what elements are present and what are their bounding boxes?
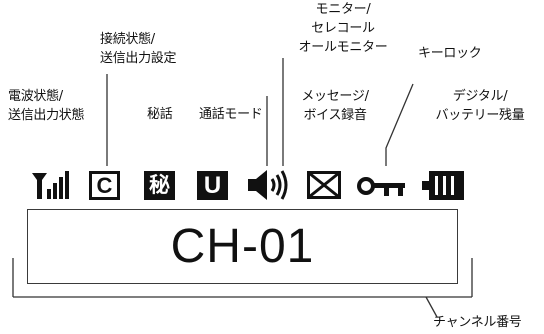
label-connection-status: 接続状態/ 送信出力設定 xyxy=(100,30,177,68)
label-key-lock: キーロック xyxy=(418,44,482,63)
label-connection-status-line2: 送信出力設定 xyxy=(100,51,177,66)
label-battery-line1: デジタル/ xyxy=(452,89,508,104)
label-connection-status-line1: 接続状態/ xyxy=(100,32,155,47)
leader-channel xyxy=(425,296,438,318)
label-monitor-line3: オールモニター xyxy=(298,40,388,55)
connection-c-icon: C xyxy=(89,171,120,200)
speaker-icon xyxy=(248,170,288,200)
label-radio-status: 電波状態/ 送信出力状態 xyxy=(8,87,85,125)
key-lock-icon xyxy=(357,177,405,196)
label-call-mode-text: 通話モード xyxy=(199,107,263,122)
label-monitor-line2: セレコール xyxy=(311,21,375,36)
label-secret-talk: 秘話 xyxy=(147,105,173,124)
channel-display: CH-01 xyxy=(27,209,458,284)
label-message-line1: メッセージ/ xyxy=(301,89,369,104)
label-battery-line2: バッテリー残量 xyxy=(435,108,525,123)
label-call-mode: 通話モード xyxy=(199,105,263,124)
label-radio-status-line1: 電波状態/ xyxy=(8,89,63,104)
secret-talk-icon: 秘 xyxy=(144,171,175,200)
label-battery: デジタル/ バッテリー残量 xyxy=(424,87,536,125)
label-monitor-line1: モニター/ xyxy=(315,2,371,17)
label-channel-number: チャンネル番号 xyxy=(433,313,522,332)
call-mode-u-icon: U xyxy=(197,171,228,200)
label-monitor: モニター/ セレコール オールモニター xyxy=(282,0,404,57)
battery-icon xyxy=(422,171,464,200)
envelope-icon xyxy=(307,171,341,199)
label-message: メッセージ/ ボイス録音 xyxy=(290,87,380,125)
channel-number-value: CH-01 xyxy=(170,220,315,273)
label-secret-talk-text: 秘話 xyxy=(147,107,173,122)
label-radio-status-line2: 送信出力状態 xyxy=(8,108,85,123)
signal-strength-icon xyxy=(32,171,69,199)
label-channel-number-text: チャンネル番号 xyxy=(433,315,522,330)
leader-key-lock xyxy=(385,83,414,166)
label-key-lock-text: キーロック xyxy=(418,46,482,61)
label-message-line2: ボイス録音 xyxy=(303,108,367,123)
